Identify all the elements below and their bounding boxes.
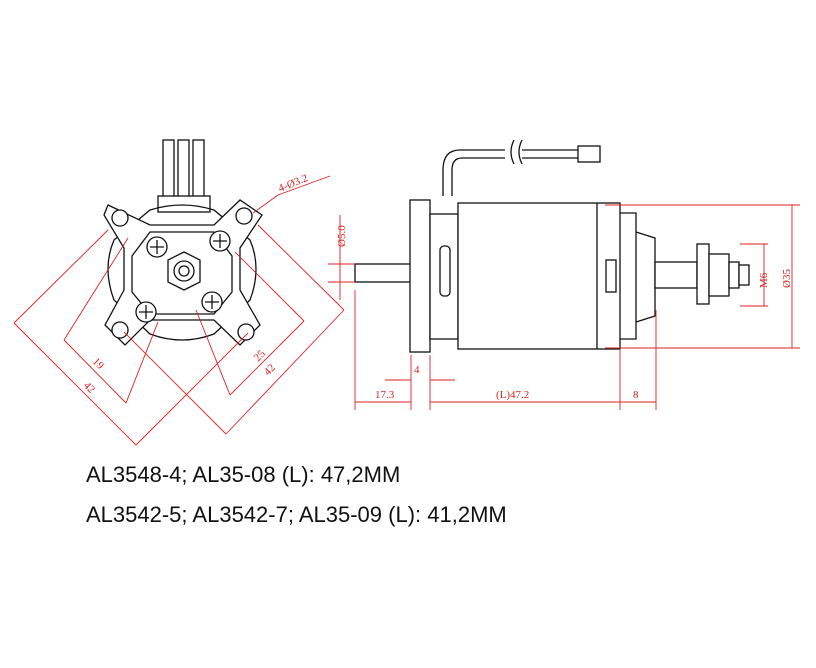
side-dimensions: Ø5.0 Ø35 M6 17.3 4 (L)47.2 8 bbox=[328, 204, 800, 410]
label-25: 25 bbox=[252, 348, 269, 365]
motor-body bbox=[457, 202, 621, 350]
body-len-label: (L)47.2 bbox=[496, 389, 529, 401]
motor-outline bbox=[107, 204, 257, 341]
center-hex bbox=[167, 251, 201, 291]
wire-leads bbox=[157, 139, 211, 213]
label-19: 19 bbox=[90, 356, 107, 373]
shaft-dia-label: Ø5.0 bbox=[336, 225, 348, 247]
side-view bbox=[354, 139, 750, 353]
shaft-left bbox=[354, 263, 412, 283]
caption-line-1: AL3548-4; AL35-08 (L): 47,2MM bbox=[86, 462, 401, 487]
body-dia-label: Ø35 bbox=[781, 269, 793, 288]
mount-hole bbox=[111, 209, 129, 227]
mount-hole bbox=[111, 321, 129, 339]
label-42-right: 42 bbox=[262, 362, 278, 378]
screws bbox=[135, 230, 231, 323]
caption-line-2: AL3542-5; AL3542-7; AL35-09 (L): 41,2MM bbox=[86, 502, 507, 527]
flange-label: 4 bbox=[414, 364, 420, 376]
thread-label: M6 bbox=[758, 272, 770, 288]
front-view bbox=[103, 139, 263, 346]
label-42-left: 42 bbox=[81, 380, 97, 396]
mount-hole bbox=[235, 207, 253, 225]
mount-flange bbox=[409, 199, 431, 353]
holes-label: 4-Ø3.2 bbox=[277, 172, 310, 195]
cable bbox=[442, 149, 505, 196]
mount-hole bbox=[237, 323, 255, 341]
shaft-len-label: 17.3 bbox=[375, 389, 395, 401]
nose-label: 8 bbox=[633, 389, 639, 401]
